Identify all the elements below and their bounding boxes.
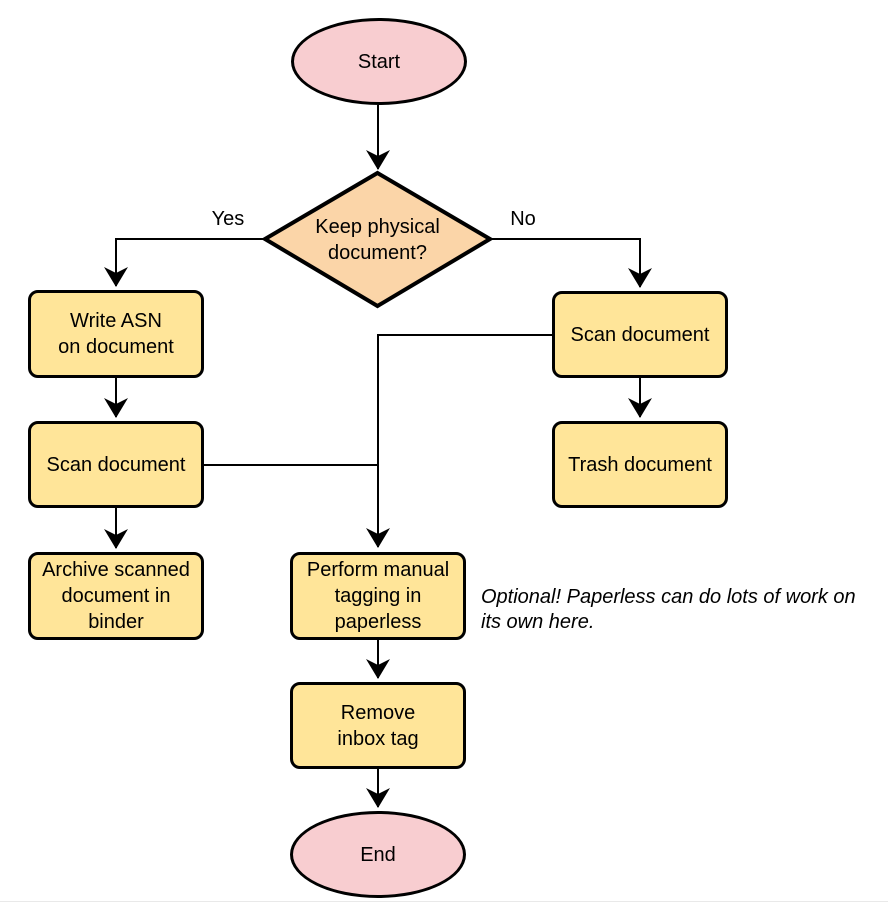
write-asn-label: Write ASN on document [58, 310, 174, 358]
archive-document-label: Archive scanned document in binder [42, 559, 190, 633]
end-node: End [290, 811, 466, 898]
end-label: End [360, 843, 396, 866]
start-node: Start [291, 18, 467, 105]
process-write-asn: Write ASN on document [28, 290, 204, 378]
decision-diamond [261, 170, 494, 309]
process-trash-document: Trash document [552, 421, 728, 508]
process-manual-tagging: Perform manual tagging in paperless [290, 552, 466, 640]
edge-decision-no-to-scan-right [490, 238, 652, 288]
process-scan-document-right: Scan document [552, 291, 728, 378]
process-archive-document: Archive scanned document in binder [28, 552, 204, 640]
manual-tagging-label: Perform manual tagging in paperless [306, 559, 450, 633]
page-divider [0, 901, 888, 902]
scan-document-right-label: Scan document [570, 323, 710, 346]
note-text: Optional! Paperless can do lots of work … [481, 586, 856, 633]
process-remove-inbox-tag: Remove inbox tag [290, 682, 466, 769]
process-scan-document-left: Scan document [28, 421, 204, 508]
edge-label-yes: Yes [211, 208, 245, 230]
edge-label-no: No [510, 208, 536, 230]
decision-node: Keep physical document? [265, 173, 490, 306]
start-label: Start [357, 50, 401, 73]
remove-inbox-tag-label: Remove inbox tag [337, 701, 419, 750]
edge-scan-right-to-tagging [366, 334, 552, 548]
trash-document-label: Trash document [568, 453, 712, 476]
decision-label: Keep physical document? [315, 215, 440, 264]
edge-decision-yes-to-write-asn [104, 238, 265, 287]
scan-document-left-label: Scan document [46, 453, 186, 476]
